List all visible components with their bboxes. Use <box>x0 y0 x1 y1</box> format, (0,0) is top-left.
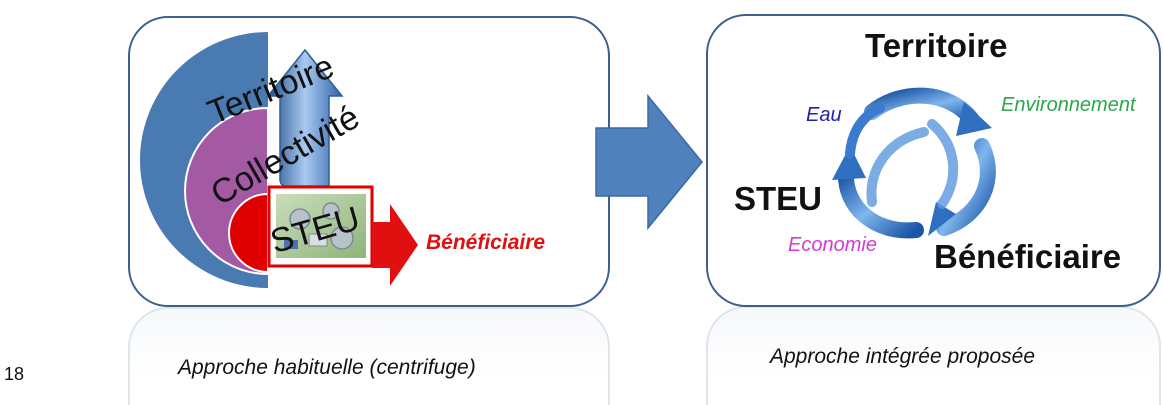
territoire-label-right: Territoire <box>865 27 1008 64</box>
right-panel <box>706 14 1161 307</box>
beneficiaire-label-left: Bénéficiaire <box>426 231 546 254</box>
left-caption: Approche habituelle (centrifuge) <box>178 356 476 379</box>
page-number: 18 <box>4 364 25 384</box>
environnement-label: Environnement <box>1001 94 1136 116</box>
right-caption: Approche intégrée proposée <box>770 345 1036 368</box>
right-panel-reflection <box>706 306 1161 405</box>
up-arrow-icon <box>266 48 344 187</box>
right-arrow-icon <box>372 204 418 286</box>
inner-arc <box>228 192 269 274</box>
left-panel-graphic <box>140 32 418 288</box>
cycle-arrows-icon <box>832 87 996 239</box>
eau-label: Eau <box>806 104 842 126</box>
beneficiaire-label-right: Bénéficiaire <box>934 238 1122 275</box>
economie-label: Economie <box>788 234 877 256</box>
transition-arrow-icon <box>595 93 703 231</box>
steu-label-right: STEU <box>734 180 823 217</box>
left-panel-reflection <box>128 307 610 405</box>
